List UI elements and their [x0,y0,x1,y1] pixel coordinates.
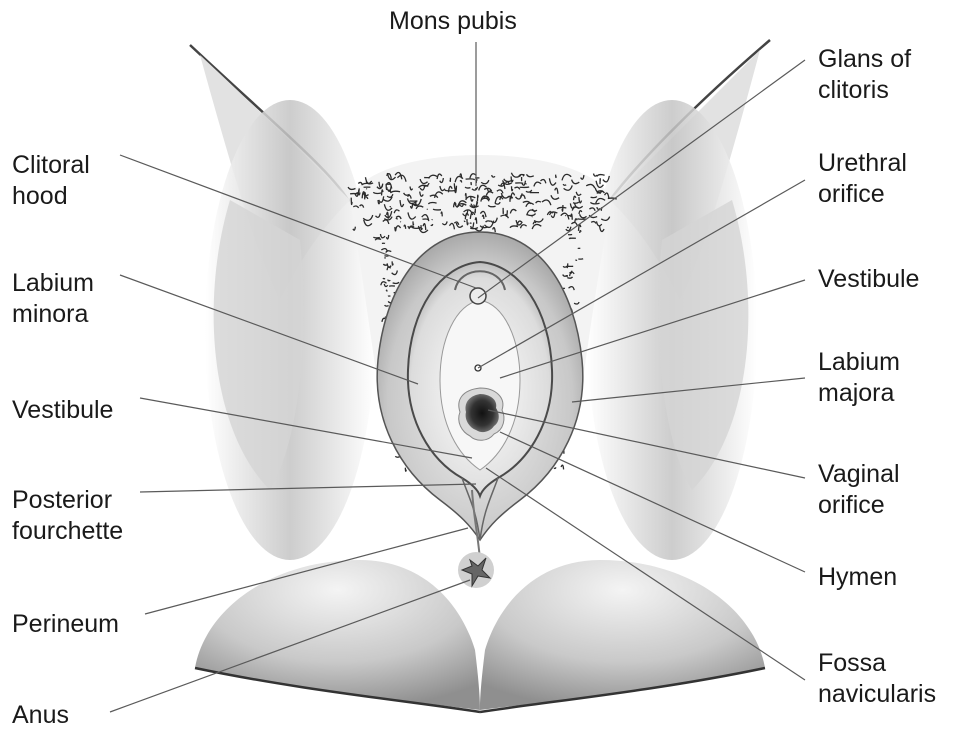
label-labium-majora-line2: majora [818,378,900,409]
label-urethral-orifice: Urethral orifice [818,148,907,210]
label-vestibule-left: Vestibule [12,395,113,426]
label-hymen-text: Hymen [818,563,897,591]
label-mons-pubis-text: Mons pubis [389,7,517,35]
label-vaginal-orifice-line2: orifice [818,490,900,521]
label-clitoral-hood-line1: Clitoral [12,150,90,181]
label-fossa-navicularis-line1: Fossa [818,648,936,679]
label-posterior-fourchette-line2: fourchette [12,516,123,547]
label-anus: Anus [12,700,69,731]
label-mons-pubis: Mons pubis [389,6,517,37]
label-labium-minora-line2: minora [12,299,94,330]
label-labium-minora: Labium minora [12,268,94,330]
label-vestibule-right: Vestibule [818,264,919,295]
vaginal-orifice [459,388,504,440]
label-urethral-orifice-line1: Urethral [818,148,907,179]
label-clitoral-hood-line2: hood [12,181,90,212]
label-labium-majora: Labium majora [818,347,900,409]
label-vestibule-right-text: Vestibule [818,265,919,293]
label-glans-of-clitoris-line2: clitoris [818,75,911,106]
label-glans-of-clitoris: Glans of clitoris [818,44,911,106]
label-hymen: Hymen [818,562,897,593]
label-perineum: Perineum [12,609,119,640]
label-anus-text: Anus [12,701,69,729]
label-labium-minora-line1: Labium [12,268,94,299]
label-vaginal-orifice-line1: Vaginal [818,459,900,490]
label-vaginal-orifice: Vaginal orifice [818,459,900,521]
label-posterior-fourchette-line1: Posterior [12,485,123,516]
label-perineum-text: Perineum [12,610,119,638]
label-vestibule-left-text: Vestibule [12,396,113,424]
label-urethral-orifice-line2: orifice [818,179,907,210]
label-fossa-navicularis: Fossa navicularis [818,648,936,710]
label-clitoral-hood: Clitoral hood [12,150,90,212]
label-glans-of-clitoris-line1: Glans of [818,44,911,75]
label-posterior-fourchette: Posterior fourchette [12,485,123,547]
label-fossa-navicularis-line2: navicularis [818,679,936,710]
label-labium-majora-line1: Labium [818,347,900,378]
